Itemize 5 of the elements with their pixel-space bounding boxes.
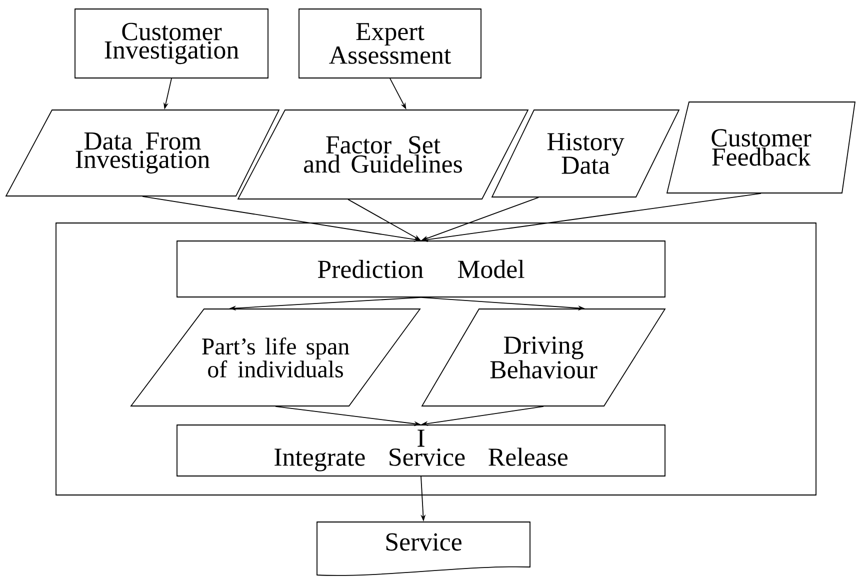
- process-box: Expert Assessment: [298, 8, 482, 78]
- process-box: Prediction Model: [176, 240, 666, 298]
- process-box: Customer Investigation: [74, 8, 268, 78]
- container-box: [56, 222, 816, 496]
- process-box: I Integrate Service Release: [176, 424, 666, 476]
